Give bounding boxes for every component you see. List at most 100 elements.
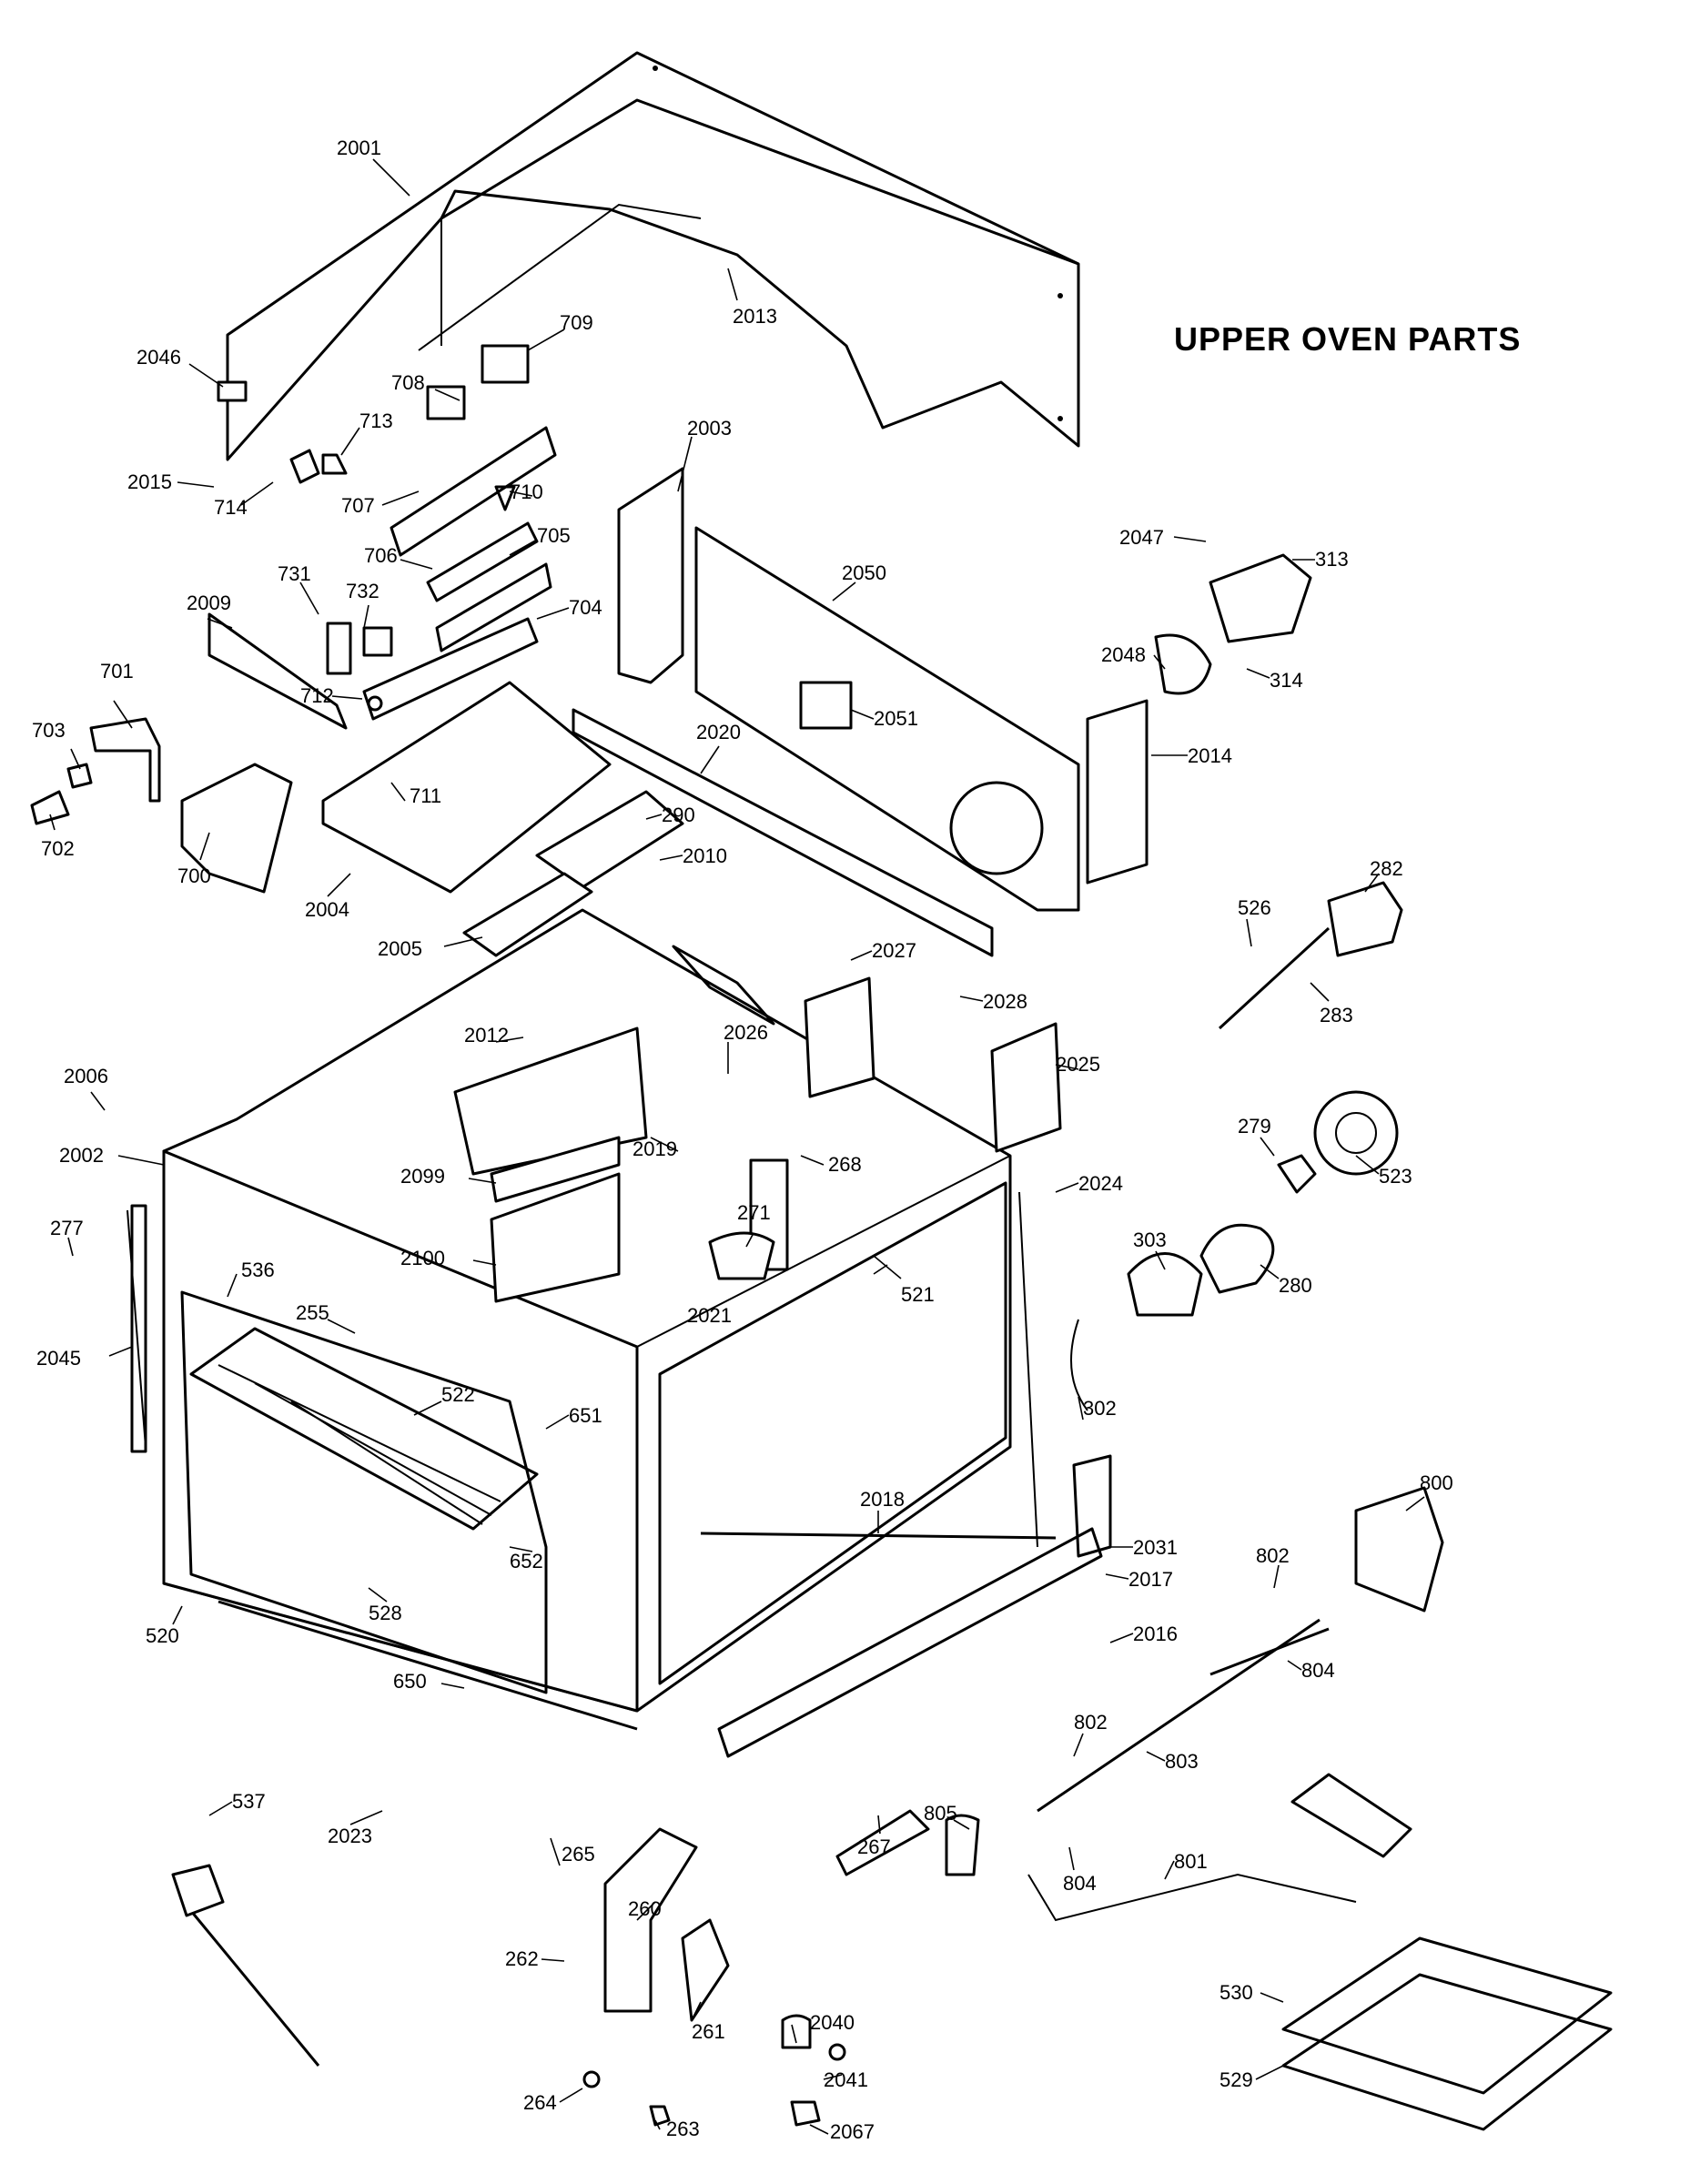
part-label: 2006 [64, 1065, 108, 1087]
part-label: 2010 [683, 844, 727, 867]
light-and-motor-parts [1027, 553, 1444, 1922]
part-label: 314 [1270, 669, 1303, 692]
oven-rack [189, 1327, 539, 1531]
part-label: 2028 [983, 990, 1027, 1013]
part-label: 520 [146, 1624, 179, 1647]
part-label: 2100 [400, 1247, 445, 1269]
part-label: 528 [369, 1602, 402, 1624]
part-label: 271 [737, 1201, 771, 1224]
part-label: 2012 [464, 1024, 509, 1046]
part-label: 2031 [1133, 1536, 1178, 1559]
part-label: 2014 [1188, 744, 1232, 767]
part-label: 732 [346, 580, 379, 602]
part-label: 530 [1219, 1981, 1253, 2004]
part-label: 260 [628, 1897, 662, 1920]
part-label: 804 [1063, 1872, 1097, 1895]
part-label: 263 [666, 2118, 700, 2140]
part-label: 2027 [872, 939, 916, 962]
part-label: 705 [537, 524, 571, 547]
part-label: 523 [1379, 1165, 1412, 1188]
part-label: 731 [278, 562, 311, 585]
part-label: 536 [241, 1259, 275, 1281]
diagram-title: UPPER OVEN PARTS [1174, 320, 1522, 358]
part-label: 652 [510, 1550, 543, 1572]
part-label: 262 [505, 1947, 539, 1970]
part-label: 522 [441, 1383, 475, 1406]
part-label: 2050 [842, 561, 886, 584]
part-label: 2013 [733, 305, 777, 328]
part-label: 710 [510, 480, 543, 503]
part-label: 711 [410, 784, 441, 807]
part-label: 2003 [687, 417, 732, 440]
part-label: 2099 [400, 1165, 445, 1188]
part-label: 2067 [830, 2120, 875, 2143]
latch-assembly [30, 344, 557, 894]
part-label: 2025 [1056, 1053, 1100, 1076]
part-label: 261 [692, 2020, 725, 2043]
part-label: 2024 [1078, 1172, 1123, 1195]
part-label: 700 [177, 864, 211, 887]
part-label: 2002 [59, 1144, 104, 1167]
part-label: 703 [32, 719, 66, 742]
part-number-labels: 2001 2013 2046 709 708 713 2015 714 707 … [32, 136, 1453, 2143]
part-label: 712 [300, 684, 334, 707]
part-label: 708 [391, 371, 425, 394]
part-label: 702 [41, 837, 75, 860]
part-label: 706 [364, 544, 398, 567]
part-label: 2004 [305, 898, 349, 921]
part-label: 2019 [632, 1138, 677, 1160]
part-label: 255 [296, 1301, 329, 1324]
part-label: 2051 [874, 707, 918, 730]
part-label: 2005 [378, 937, 422, 960]
label-leaders [49, 158, 1425, 2135]
part-label: 2026 [724, 1021, 768, 1044]
part-label: 713 [359, 410, 393, 432]
part-label: 265 [562, 1843, 595, 1866]
part-label: 804 [1301, 1659, 1335, 1682]
broiler-pan-and-hinges [171, 1809, 1613, 2131]
part-label: 2041 [824, 2068, 868, 2091]
part-label: 268 [828, 1153, 862, 1176]
part-label: 650 [393, 1670, 427, 1693]
oven-cavity-body [126, 908, 1112, 1758]
part-label: 704 [569, 596, 602, 619]
part-label: 2020 [696, 721, 741, 743]
part-label: 283 [1320, 1004, 1353, 1026]
part-label: 701 [100, 660, 134, 682]
part-label: 2048 [1101, 643, 1146, 666]
part-label: 709 [560, 311, 593, 334]
part-label: 2046 [137, 346, 181, 369]
part-label: 280 [1279, 1274, 1312, 1297]
part-label: 714 [214, 496, 248, 519]
part-label: 303 [1133, 1228, 1167, 1251]
part-label: 2040 [810, 2011, 855, 2034]
part-label: 282 [1370, 857, 1403, 880]
part-label: 801 [1174, 1850, 1208, 1873]
top-cover-panel [226, 51, 1080, 461]
part-label: 2021 [687, 1304, 732, 1327]
part-label: 2001 [337, 136, 381, 159]
part-label: 803 [1165, 1750, 1199, 1773]
part-label: 707 [341, 494, 375, 517]
part-label: 2017 [1128, 1568, 1173, 1591]
part-label: 2015 [127, 470, 172, 493]
part-label: 290 [662, 804, 695, 826]
part-label: 279 [1238, 1115, 1271, 1138]
part-label: 526 [1238, 896, 1271, 919]
part-label: 537 [232, 1790, 266, 1813]
part-label: 805 [924, 1802, 957, 1825]
part-label: 2009 [187, 592, 231, 614]
part-label: 521 [901, 1283, 935, 1306]
part-label: 2045 [36, 1347, 81, 1370]
part-label: 802 [1074, 1711, 1108, 1734]
part-label: 2016 [1133, 1623, 1178, 1645]
part-label: 313 [1315, 548, 1349, 571]
part-label: 264 [523, 2091, 557, 2114]
part-label: 2023 [328, 1825, 372, 1847]
part-label: 800 [1420, 1471, 1453, 1494]
part-label: 529 [1219, 2068, 1253, 2091]
part-label: 277 [50, 1217, 84, 1239]
part-label: 2018 [860, 1488, 905, 1511]
side-and-rear-panels [321, 467, 1149, 957]
